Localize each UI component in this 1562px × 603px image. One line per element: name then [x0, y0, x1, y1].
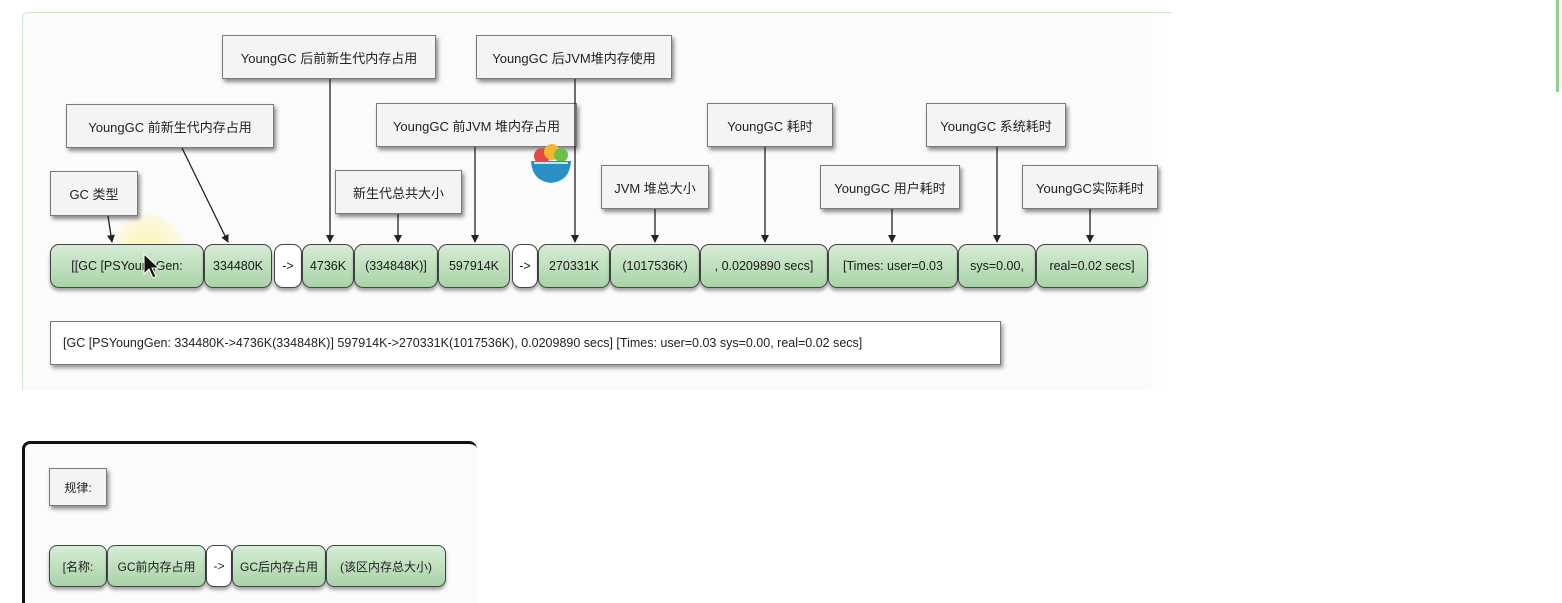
- label-heap-total: JVM 堆总大小: [601, 165, 709, 209]
- segment-young-total: (334848K)]: [354, 244, 438, 288]
- segment-heap-total: (1017536K): [610, 244, 700, 288]
- segment-real-time: real=0.02 secs]: [1036, 244, 1148, 288]
- rule-segment-after: GC后内存占用: [232, 545, 326, 587]
- segment-young-before: 334480K: [204, 244, 272, 288]
- rule-segment-arrow: ->: [206, 545, 232, 587]
- rule-title: 规律:: [49, 468, 107, 506]
- segment-gc-time: , 0.0209890 secs]: [700, 244, 828, 288]
- segment-arrow-1: ->: [274, 244, 302, 288]
- label-heap-after-used: YoungGC 后JVM堆内存使用: [476, 35, 672, 79]
- rule-segment-name: [名称:: [49, 545, 107, 587]
- segment-heap-after: 270331K: [538, 244, 610, 288]
- label-gc-time: YoungGC 耗时: [707, 103, 833, 147]
- side-marker: [1556, 0, 1559, 92]
- label-young-before-used: YoungGC 前新生代内存占用: [66, 104, 274, 148]
- label-sys-time: YoungGC 系统耗时: [926, 103, 1066, 147]
- mouse-cursor-icon: [143, 252, 161, 279]
- gc-log-line: [GC [PSYoungGen: 334480K->4736K(334848K)…: [50, 321, 1001, 365]
- label-young-total: 新生代总共大小: [335, 170, 462, 214]
- segment-arrow-2: ->: [512, 244, 538, 288]
- rule-segment-total: (该区内存总大小): [326, 545, 446, 587]
- label-gc-type: GC 类型: [50, 171, 138, 216]
- segment-heap-before: 597914K: [438, 244, 510, 288]
- label-real-time: YoungGC实际耗时: [1022, 165, 1158, 209]
- segment-young-after: 4736K: [302, 244, 354, 288]
- segment-user-time: [Times: user=0.03: [828, 244, 958, 288]
- segment-sys-time: sys=0.00,: [958, 244, 1036, 288]
- label-young-after-used: YoungGC 后前新生代内存占用: [222, 35, 436, 79]
- label-user-time: YoungGC 用户耗时: [820, 165, 960, 209]
- segment-gc-type: [[GC [PSYoungGen:: [50, 244, 204, 288]
- rule-segment-before: GC前内存占用: [107, 545, 206, 587]
- fruit-bowl-logo-icon: [531, 144, 571, 183]
- label-heap-before-used: YoungGC 前JVM 堆内存占用: [376, 103, 577, 147]
